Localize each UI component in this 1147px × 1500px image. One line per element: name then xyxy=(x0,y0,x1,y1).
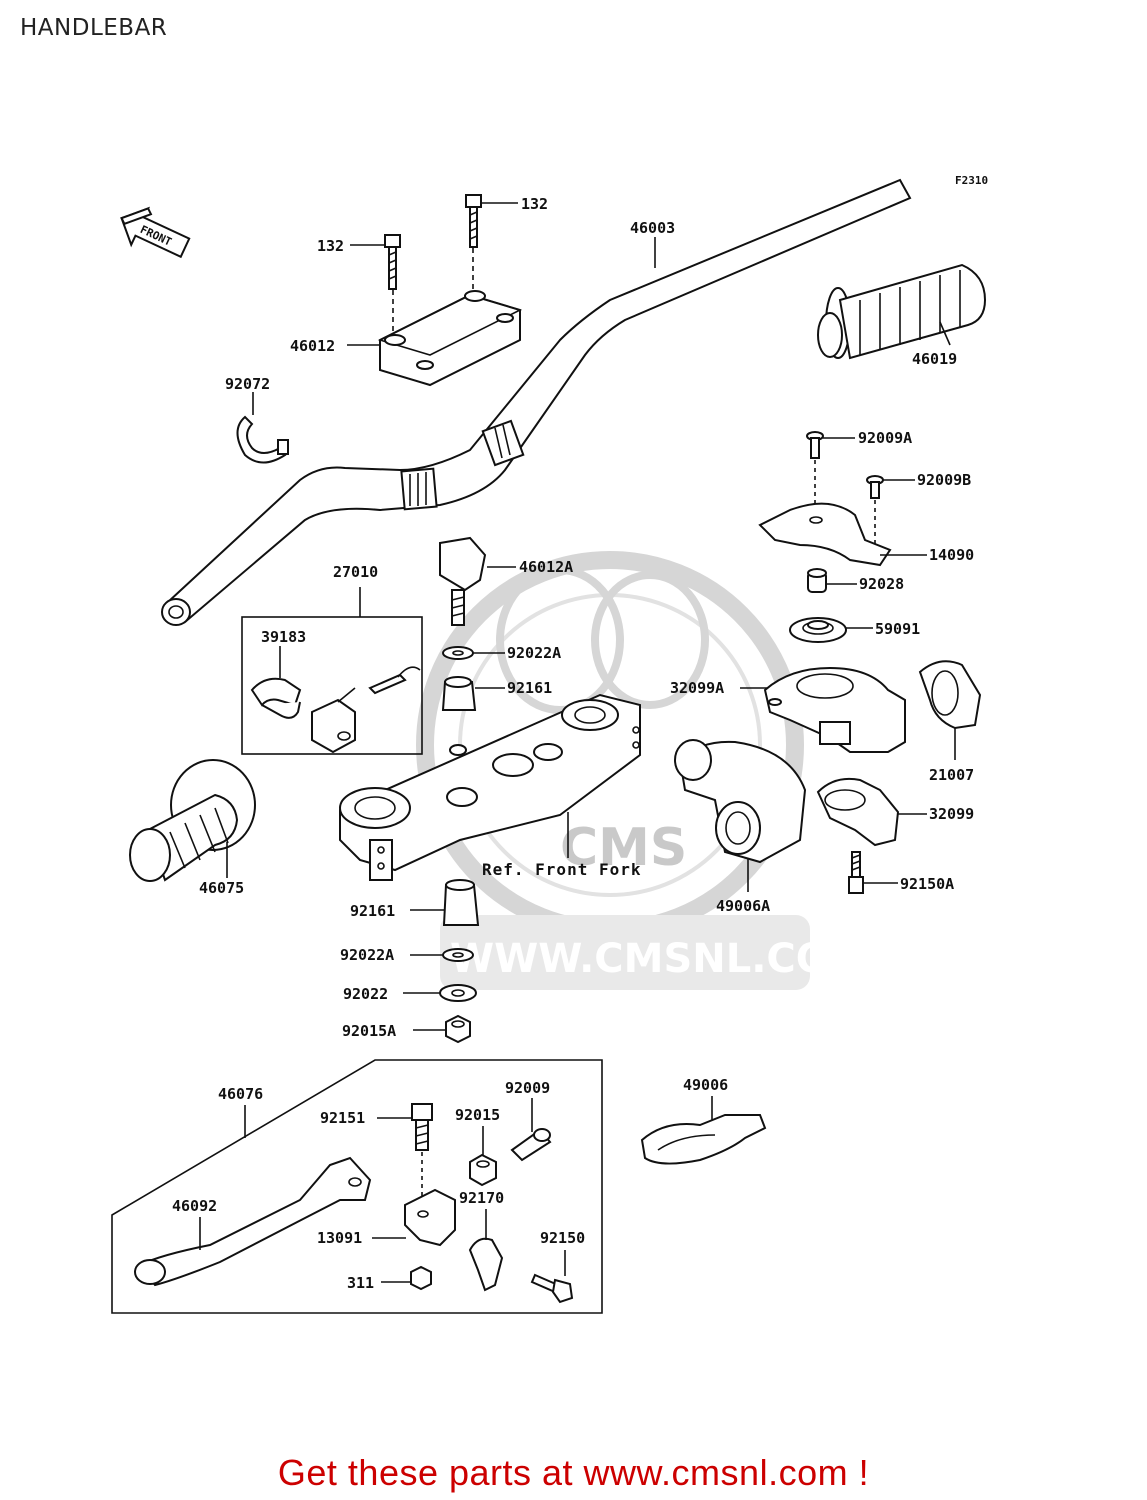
handlebar-part[interactable] xyxy=(161,178,912,626)
washer-92022-part[interactable] xyxy=(439,984,477,1002)
label-washer-92022[interactable]: 92022 xyxy=(343,985,388,1003)
watermark-brand: CMS xyxy=(560,818,687,878)
label-cover[interactable]: 14090 xyxy=(929,546,974,564)
label-switch-assembly[interactable]: 27010 xyxy=(333,563,378,581)
leader-lines xyxy=(199,202,951,1283)
bolt-132-left-part[interactable] xyxy=(384,234,401,335)
label-case[interactable]: 32099 xyxy=(929,805,974,823)
case-part[interactable] xyxy=(816,777,900,847)
figure-code: F2310 xyxy=(955,174,988,187)
bracket-92170-part[interactable] xyxy=(468,1237,504,1292)
label-bracket-92170[interactable]: 92170 xyxy=(459,1189,504,1207)
label-right-grip[interactable]: 46019 xyxy=(912,350,957,368)
holder-13091-part[interactable] xyxy=(404,1188,456,1247)
cover-part[interactable] xyxy=(758,502,892,567)
switch-assembly-box xyxy=(241,587,423,755)
bolt-92151-part[interactable] xyxy=(411,1103,433,1200)
label-nut-92015a[interactable]: 92015A xyxy=(342,1022,396,1040)
band-part[interactable] xyxy=(236,415,289,464)
washer-92022a-bottom-part[interactable] xyxy=(442,948,474,962)
label-pulley[interactable]: 59091 xyxy=(875,620,920,638)
case-a-part[interactable] xyxy=(763,666,906,753)
footer-shop-link[interactable]: Get these parts at www.cmsnl.com ! xyxy=(277,1452,870,1493)
screw-92009b-part[interactable] xyxy=(866,475,884,545)
clamp-part[interactable] xyxy=(250,677,302,719)
label-throttle-body[interactable]: 49006A xyxy=(716,897,770,915)
label-screw-92009b[interactable]: 92009B xyxy=(917,471,971,489)
label-bolt-92150[interactable]: 92150 xyxy=(540,1229,585,1247)
label-bolt-132-left[interactable]: 132 xyxy=(317,237,344,255)
watermark: CMS WWW.CMSNL.COM xyxy=(416,551,870,990)
label-bolt-92150a[interactable]: 92150A xyxy=(900,875,954,893)
damper-bottom-part[interactable] xyxy=(442,879,480,926)
label-lever[interactable]: 46092 xyxy=(172,1197,217,1215)
label-bolt-132-right[interactable]: 132 xyxy=(521,195,548,213)
label-holder-13091[interactable]: 13091 xyxy=(317,1229,362,1247)
label-bolt-92151[interactable]: 92151 xyxy=(320,1109,365,1127)
housing-part[interactable] xyxy=(918,660,982,760)
right-grip-part[interactable] xyxy=(817,263,987,360)
screw-92009a-part[interactable] xyxy=(806,431,824,515)
front-arrow-icon: FRONT xyxy=(120,206,191,259)
label-case-a[interactable]: 32099A xyxy=(670,679,724,697)
throttle-cap-part[interactable] xyxy=(640,1114,767,1165)
triple-clamp-part[interactable] xyxy=(339,693,641,881)
bolt-92150-part[interactable] xyxy=(530,1273,574,1304)
ref-note: Ref. Front Fork xyxy=(482,860,642,879)
label-lever-assembly[interactable]: 46076 xyxy=(218,1085,263,1103)
label-handlebar[interactable]: 46003 xyxy=(630,219,675,237)
label-nut-311[interactable]: 311 xyxy=(347,1274,374,1292)
pulley-part[interactable] xyxy=(789,617,847,643)
throttle-body-part[interactable] xyxy=(674,739,807,864)
label-screw-92009a[interactable]: 92009A xyxy=(858,429,912,447)
label-nut-92015[interactable]: 92015 xyxy=(455,1106,500,1124)
label-damper-bottom[interactable]: 92161 xyxy=(350,902,395,920)
label-upper-holder[interactable]: 46012 xyxy=(290,337,335,355)
washer-92022a-top-part[interactable] xyxy=(442,646,474,660)
spacer-part[interactable] xyxy=(807,568,827,593)
switch-part[interactable] xyxy=(311,666,421,754)
label-band[interactable]: 92072 xyxy=(225,375,270,393)
label-housing[interactable]: 21007 xyxy=(929,766,974,784)
bolt-132-right-part[interactable] xyxy=(465,194,482,290)
screw-92009-part[interactable] xyxy=(510,1128,552,1162)
damper-top-part[interactable] xyxy=(441,676,477,711)
label-left-grip[interactable]: 46075 xyxy=(199,879,244,897)
lever-assembly-box xyxy=(111,1059,603,1314)
label-lower-holder[interactable]: 46012A xyxy=(519,558,573,576)
nut-92015-part[interactable] xyxy=(469,1153,497,1187)
label-spacer[interactable]: 92028 xyxy=(859,575,904,593)
label-washer-92022a-top[interactable]: 92022A xyxy=(507,644,561,662)
lower-holder-part[interactable] xyxy=(439,536,487,626)
upper-holder-part[interactable] xyxy=(377,290,523,387)
bolt-92150a-part[interactable] xyxy=(848,851,864,894)
lever-part[interactable] xyxy=(134,1156,372,1287)
nut-92015a-part[interactable] xyxy=(445,1014,471,1044)
label-clamp[interactable]: 39183 xyxy=(261,628,306,646)
page-title: HANDLEBAR xyxy=(20,15,168,41)
watermark-domain: WWW.CMSNL.COM xyxy=(450,936,870,982)
nut-311-part[interactable] xyxy=(410,1265,432,1291)
left-grip-part[interactable] xyxy=(129,759,256,882)
label-screw-92009[interactable]: 92009 xyxy=(505,1079,550,1097)
part-labels: 132 132 46003 46012 46019 92072 92009A 9… xyxy=(172,195,974,1292)
label-throttle-cap[interactable]: 49006 xyxy=(683,1076,728,1094)
label-washer-92022a-bottom[interactable]: 92022A xyxy=(340,946,394,964)
label-damper-top[interactable]: 92161 xyxy=(507,679,552,697)
